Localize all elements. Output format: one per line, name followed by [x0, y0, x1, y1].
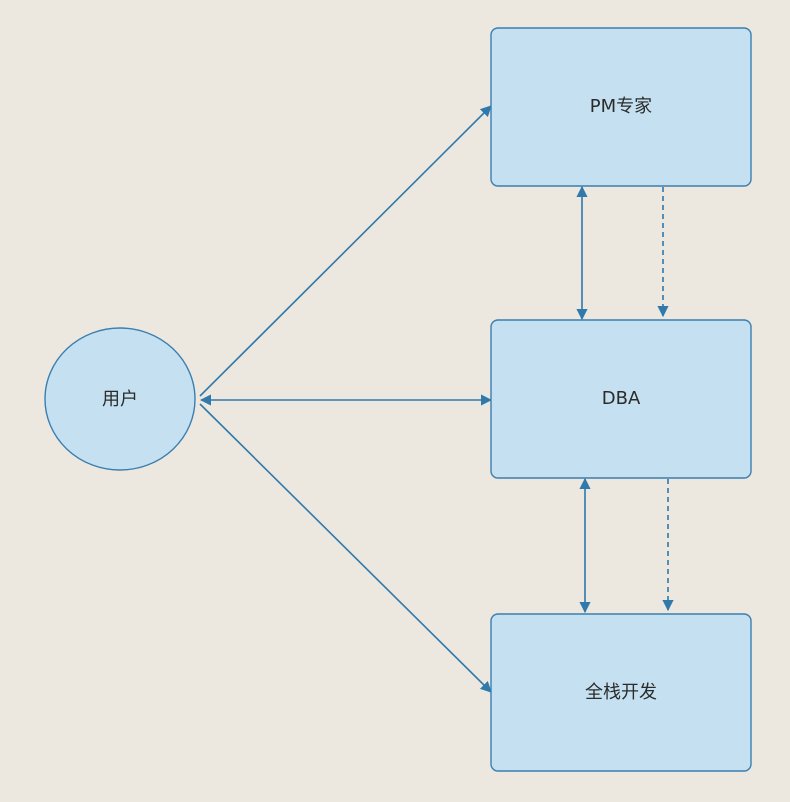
node-user[interactable]: 用户 — [44, 327, 196, 471]
node-pm-label: PM专家 — [590, 96, 652, 117]
node-dba-label: DBA — [602, 388, 641, 409]
node-fullstack-shape — [490, 613, 752, 772]
node-dba-shape — [490, 319, 752, 479]
node-user-label: 用户 — [102, 389, 138, 410]
node-fullstack-label: 全栈开发 — [585, 682, 657, 703]
node-pm-shape — [490, 27, 752, 187]
node-fullstack[interactable]: 全栈开发 — [490, 613, 752, 772]
edge-user-fullstack — [199, 403, 492, 693]
node-pm[interactable]: PM专家 — [490, 27, 752, 187]
edge-user-pm — [199, 105, 492, 397]
node-dba[interactable]: DBA — [490, 319, 752, 479]
node-user-shape — [44, 327, 196, 471]
